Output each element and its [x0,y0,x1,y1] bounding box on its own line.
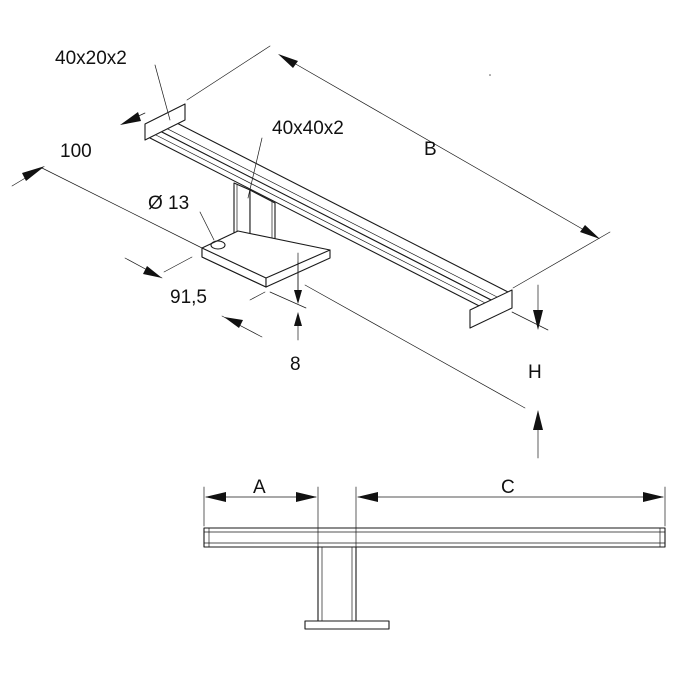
label-profile-top: 40x20x2 [55,48,127,69]
front-view: A C [203,477,666,630]
base-plate [201,230,331,301]
stray-mark [489,74,491,76]
front-base [304,620,390,630]
label-h: H [528,362,542,383]
label-100: 100 [60,141,92,162]
dim-c: C [357,477,664,502]
mounting-hole [210,240,226,250]
label-profile-column: 40x40x2 [272,118,344,139]
front-rail [203,527,666,548]
dim-a: A [205,477,317,502]
dim-h: H [304,284,549,459]
dim-91-5: 91,5 [124,256,266,338]
dim-100: 100 [11,112,203,249]
label-hole: Ø 13 [148,193,189,214]
label-a: A [253,477,266,498]
top-rail [144,103,513,329]
front-column [317,546,357,622]
dim-b: B [186,45,611,289]
label-8: 8 [290,354,301,375]
rail-end-plate-right [469,289,513,329]
rail-end-plate-left [144,103,186,141]
label-b: B [424,139,437,160]
label-91-5: 91,5 [170,287,207,308]
isometric-view: B 40x20x2 40x40x2 100 Ø 13 91,5 [11,45,611,459]
label-c: C [501,477,515,498]
dim-8: 8 [269,261,307,375]
